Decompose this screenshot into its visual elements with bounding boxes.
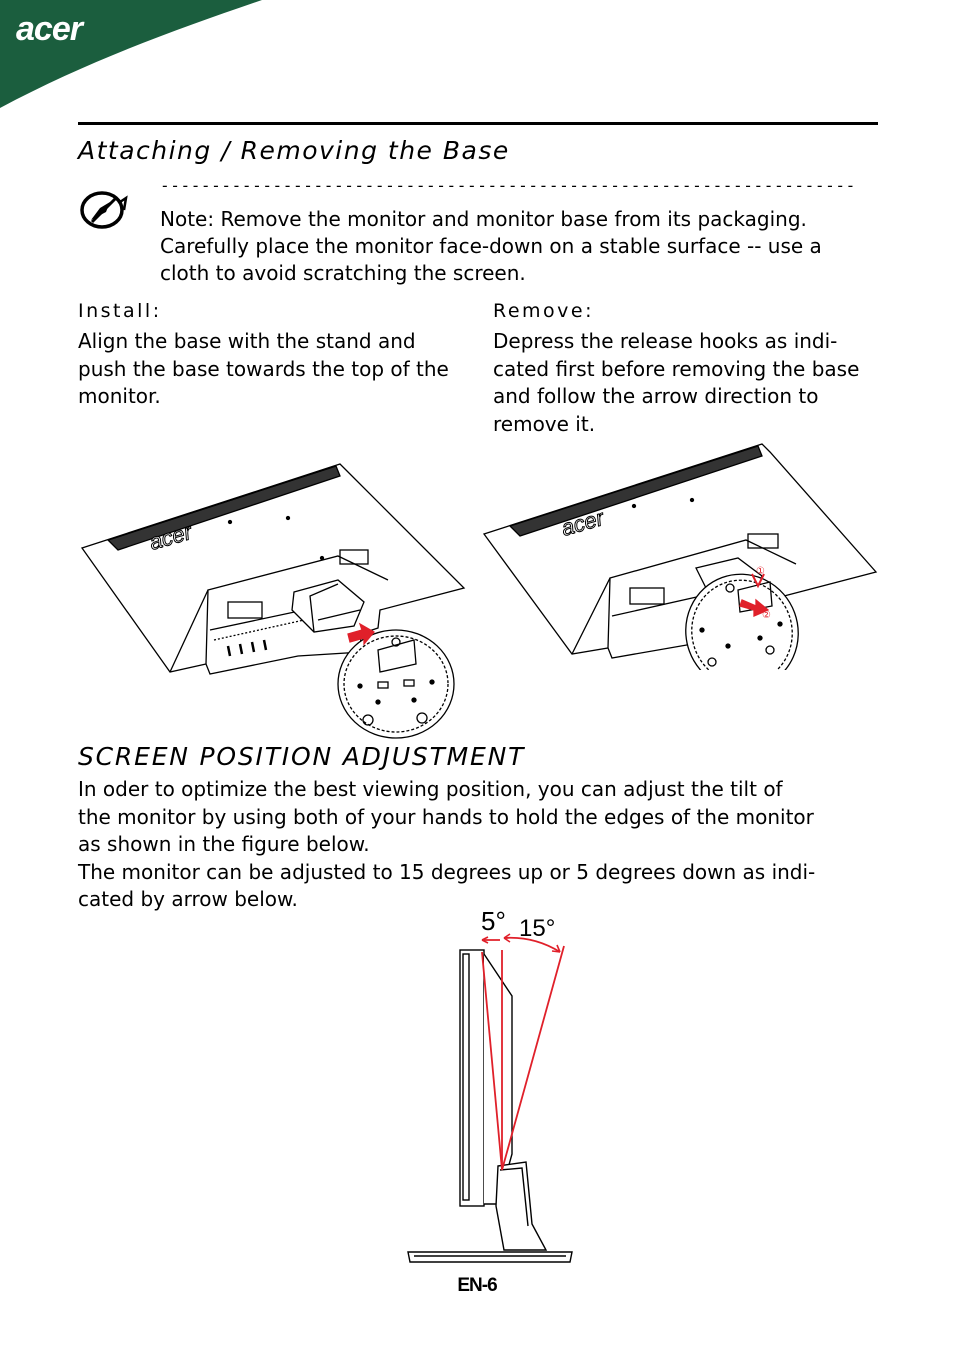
remove-step-1-mark: ①	[756, 566, 765, 577]
screen-text-line: In oder to optimize the best viewing pos…	[78, 777, 783, 801]
section-title-screen: SCREEN POSITION ADJUSTMENT	[78, 742, 526, 771]
note-text: Note: Remove the monitor and monitor bas…	[160, 207, 822, 285]
tilt-angle-down-label: 5°	[481, 906, 506, 936]
tilt-angle-up-label: 15°	[519, 915, 556, 942]
screen-adjustment-text: In oder to optimize the best viewing pos…	[78, 776, 878, 914]
monitor-tilt-illustration	[407, 933, 573, 1263]
screen-text-line: cated by arrow below.	[78, 887, 298, 911]
monitor-install-illustration: acer	[80, 463, 466, 739]
top-rule	[78, 122, 878, 125]
monitor-remove-illustration: acer ① ②	[482, 443, 878, 670]
screen-text-line: the monitor by using both of your hands …	[78, 804, 814, 829]
screen-text-line: as shown in the figure below.	[78, 832, 370, 856]
acer-logo: acer	[16, 10, 85, 48]
remove-heading: Remove:	[493, 300, 595, 322]
page-number: EN-6	[457, 1275, 497, 1296]
remove-step-2-mark: ②	[762, 610, 771, 621]
section-title-base: Attaching / Removing the Base	[78, 136, 510, 165]
note-divider: ----------------------------------------…	[160, 176, 856, 195]
remove-text: Depress the release hooks as indi-cated …	[493, 329, 860, 436]
install-text: Align the base with the stand and push t…	[78, 329, 449, 408]
header-banner: acer	[0, 0, 262, 108]
note-pencil-icon	[80, 191, 128, 229]
screen-text-line: The monitor can be adjusted to 15 degree…	[78, 859, 816, 884]
install-heading: Install:	[78, 300, 162, 322]
